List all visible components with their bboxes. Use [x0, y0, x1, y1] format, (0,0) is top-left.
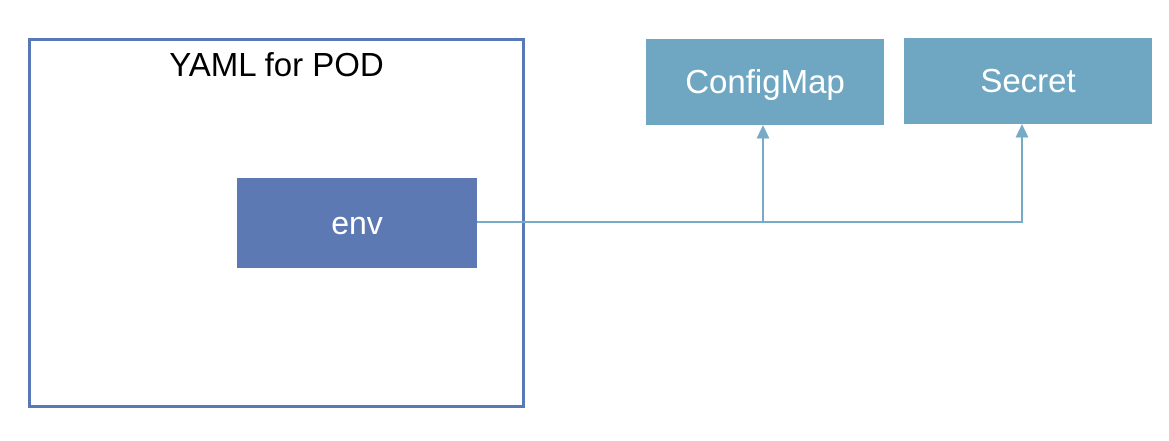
secret-arrowhead-icon — [1015, 124, 1029, 138]
secret-label: Secret — [980, 62, 1076, 99]
configmap-label: ConfigMap — [685, 63, 845, 100]
configmap-box: ConfigMap — [646, 39, 884, 125]
configmap-arrowhead-icon — [756, 125, 770, 139]
env-box: env — [237, 178, 477, 268]
env-label: env — [331, 204, 383, 241]
secret-box: Secret — [904, 38, 1152, 124]
pod-yaml-title: YAML for POD — [169, 46, 384, 83]
